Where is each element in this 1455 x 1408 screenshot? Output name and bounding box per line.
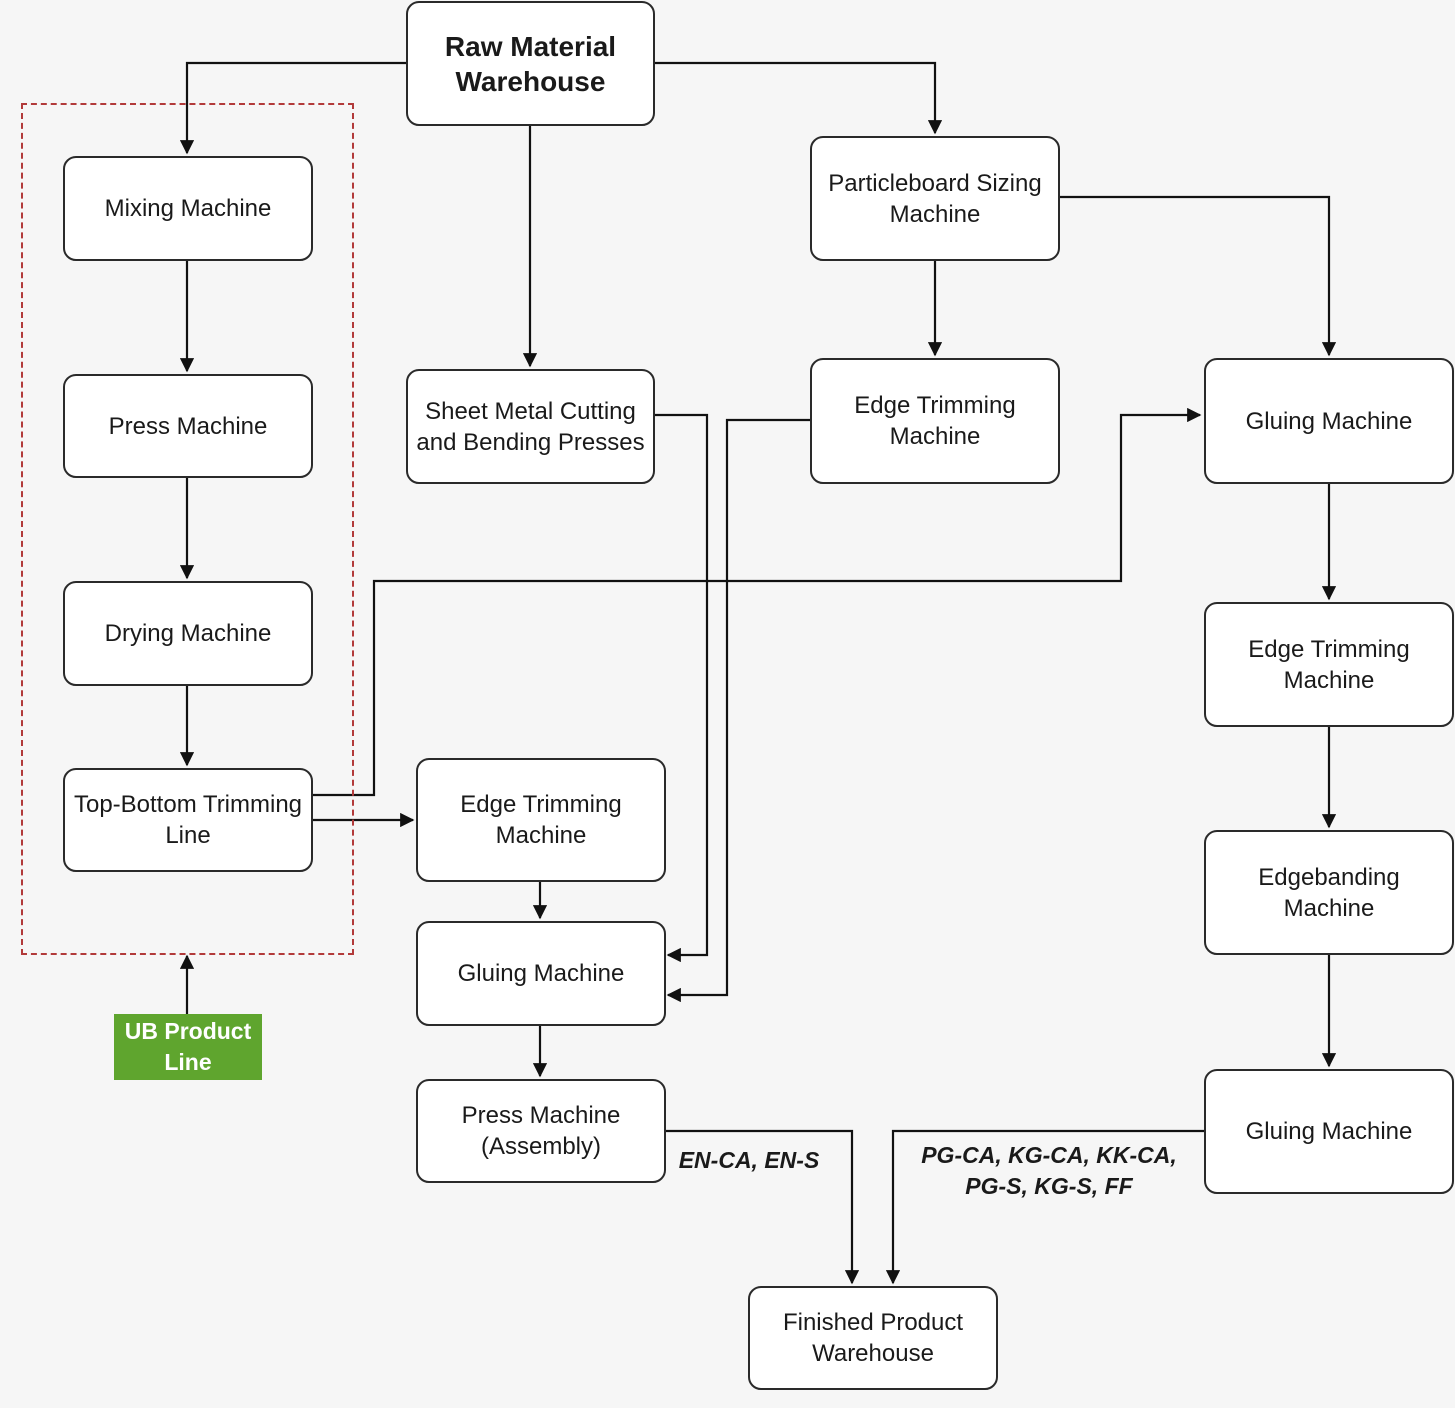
edge-press-assembly-to-finished [666,1129,860,1285]
right-products-label: PG-CA, KG-CA, KK-CA, PG-S, KG-S, FF [921,1142,1177,1199]
sheet-metal-cutting-label: Sheet Metal Cutting and Bending Presses [416,397,645,456]
ub-product-line-group [21,103,354,955]
edge-right-gluing-bottom-to-finished [885,1129,1204,1285]
gluing-machine-right-bottom-label: Gluing Machine [1245,1118,1413,1145]
edge-trimming-center-node[interactable]: Edge Trimming Machine [810,358,1060,484]
drying-machine-label: Drying Machine [104,620,272,647]
ub-product-line-badge: UB Product Line [114,1014,262,1080]
edge-raw-to-mixing [179,61,406,155]
edge-sheet-metal-to-gluing [655,413,709,963]
raw-material-warehouse-label: Raw Material Warehouse [444,30,617,97]
finished-product-warehouse-label: Finished Product Warehouse [782,1309,964,1367]
mixing-machine-node[interactable]: Mixing Machine [63,156,313,261]
gluing-machine-center-node[interactable]: Gluing Machine [416,921,666,1026]
gluing-machine-center-label: Gluing Machine [457,960,625,987]
sheet-metal-cutting-node[interactable]: Sheet Metal Cutting and Bending Presses [406,369,655,484]
particleboard-sizing-node[interactable]: Particleboard Sizing Machine [810,136,1060,261]
edge-trimming-left-label: Edge Trimming Machine [460,791,622,849]
finished-product-warehouse-node[interactable]: Finished Product Warehouse [748,1286,998,1390]
edgebanding-machine-label: Edgebanding Machine [1258,863,1400,922]
top-bottom-trimming-line-label: Top-Bottom Trimming Line [73,791,303,849]
mixing-machine-label: Mixing Machine [104,195,272,222]
top-bottom-trimming-line-node[interactable]: Top-Bottom Trimming Line [63,768,313,872]
raw-material-warehouse-node[interactable]: Raw Material Warehouse [406,1,655,126]
edge-raw-to-particleboard [655,61,943,135]
gluing-machine-right-bottom-node[interactable]: Gluing Machine [1204,1069,1454,1194]
gluing-machine-right-top-label: Gluing Machine [1245,407,1413,435]
gluing-machine-right-top-node[interactable]: Gluing Machine [1204,358,1454,484]
drying-machine-node[interactable]: Drying Machine [63,581,313,686]
edge-particleboard-to-right-gluing [1060,195,1337,357]
edge-trimming-right-label: Edge Trimming Machine [1248,635,1410,694]
press-machine-ub-label: Press Machine [108,412,268,440]
edgebanding-machine-node[interactable]: Edgebanding Machine [1204,830,1454,955]
press-machine-assembly-label: Press Machine (Assembly) [461,1102,621,1160]
left-products-label: EN-CA, EN-S [678,1147,820,1173]
edge-trimming-right-node[interactable]: Edge Trimming Machine [1204,602,1454,727]
edge-trimming-center-label: Edge Trimming Machine [854,392,1016,450]
edge-edge-trimming-center-to-gluing [666,418,810,1003]
press-machine-ub-node[interactable]: Press Machine [63,374,313,478]
edge-trimming-to-right-gluing [313,407,1202,797]
edge-trimming-left-node[interactable]: Edge Trimming Machine [416,758,666,882]
press-machine-assembly-node[interactable]: Press Machine (Assembly) [416,1079,666,1183]
particleboard-sizing-label: Particleboard Sizing Machine [828,169,1042,228]
